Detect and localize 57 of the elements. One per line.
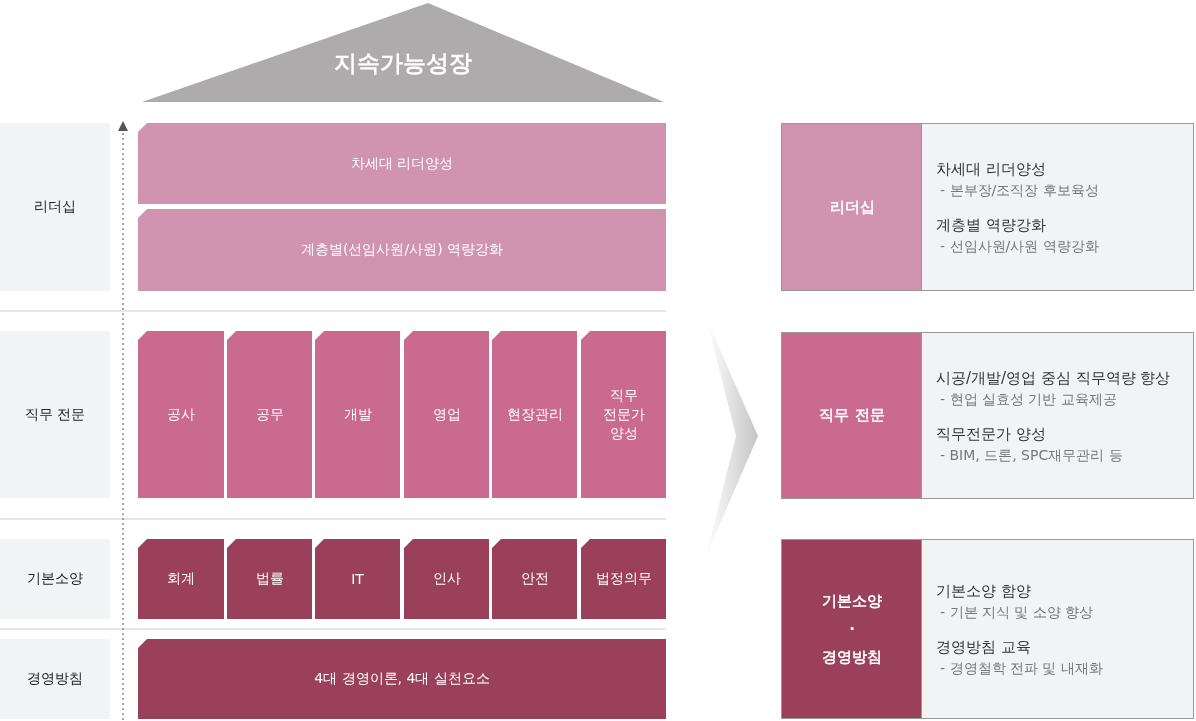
heading-text: 차세대 리더양성 <box>936 159 1046 180</box>
program-bar <box>138 539 224 619</box>
program-bar <box>492 539 577 619</box>
bar-label: IT <box>351 571 364 587</box>
bar-label: 개발 <box>343 405 372 424</box>
program-bar <box>227 331 312 498</box>
program-bar <box>315 331 400 498</box>
bullet-text: - 본부장/조직장 후보육성 <box>939 181 1099 200</box>
roof-triangle <box>142 3 664 102</box>
row-label: 경영방침 <box>27 670 83 688</box>
row-label: 기본소양 <box>27 570 83 588</box>
bar-label: 직무 전문 <box>819 406 885 425</box>
program-bar <box>581 539 666 619</box>
bar-label: 차세대 리더양성 <box>350 154 454 173</box>
program-bar <box>404 331 489 498</box>
heading-text: 직무전문가 양성 <box>936 423 1046 445</box>
heading-text: 경영방침 교육 <box>936 637 1031 658</box>
bar-label: 안전 <box>520 570 549 588</box>
detail-panel <box>921 539 1194 719</box>
bar-label: 계층별(선임사원/사원) 역량강화 <box>300 241 504 259</box>
program-bar <box>581 331 666 498</box>
bar-label: 현장관리 <box>506 405 563 424</box>
program-bar <box>138 123 666 204</box>
title-text: 지속가능성장 <box>334 49 472 78</box>
bullet-text: - BIM, 드론, SPC재무관리 등 <box>939 445 1123 465</box>
program-bar <box>492 331 577 498</box>
bar-label: 4대 경영이론, 4대 실천요소 <box>314 670 490 688</box>
program-bar <box>138 331 224 498</box>
detail-panel <box>921 332 1194 499</box>
program-bar <box>404 539 489 619</box>
row-label: 리더십 <box>34 198 76 216</box>
category-block <box>781 539 922 719</box>
bar-label: 기본소양 · 경영방침 <box>822 591 882 668</box>
program-bar <box>138 639 666 719</box>
category-block <box>781 332 922 499</box>
heading-text: 시공/개발/영업 중심 직무역량 향상 <box>936 367 1171 389</box>
bar-label: 공사 <box>167 405 195 424</box>
bar-label: 법정의무 <box>595 570 652 588</box>
program-bar <box>315 539 400 619</box>
program-bar <box>227 539 312 619</box>
program-bar <box>138 209 666 291</box>
bullet-text: - 선임사원/사원 역량강화 <box>939 237 1099 256</box>
bar-label: 회계 <box>167 570 195 588</box>
bullet-text: - 기본 지식 및 소양 향상 <box>939 603 1094 622</box>
heading-text: 기본소양 함양 <box>936 581 1031 602</box>
bullet-text: - 현업 실효성 기반 교육제공 <box>939 389 1117 409</box>
bar-label: 직무 전문가 양성 <box>602 386 645 443</box>
bar-label: 법률 <box>255 570 284 588</box>
category-block <box>781 123 922 291</box>
bullet-text: - 경영철학 전파 및 내재화 <box>939 659 1103 678</box>
bar-label: 영업 <box>432 405 461 424</box>
bar-label: 리더십 <box>829 197 875 217</box>
row-label: 직무 전문 <box>24 405 86 424</box>
detail-panel <box>921 123 1194 291</box>
bar-label: 공무 <box>255 405 284 424</box>
bar-label: 인사 <box>432 570 461 588</box>
heading-text: 계층별 역량강화 <box>936 215 1046 236</box>
